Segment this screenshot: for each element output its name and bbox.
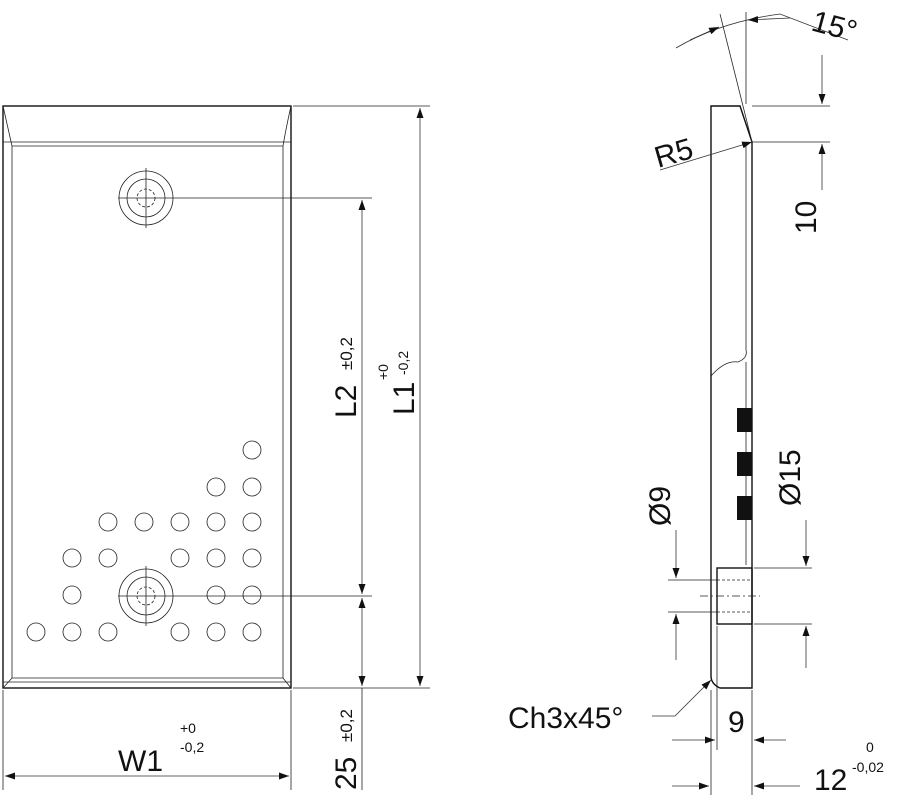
grid-hole [98,548,118,568]
grid-hole [242,440,262,460]
grid-hole [26,622,46,642]
label-diameter-large: Ø15 [774,449,807,506]
section-marker [737,408,752,432]
dim-angle-arrow-a [689,26,720,41]
label-angle: 15° [808,5,860,49]
label-l2-tol: ±0,2 [337,337,356,370]
label-diameter-small: Ø9 [644,486,677,526]
label-thickness-tol-upper: 0 [866,739,874,755]
label-chamfer: Ch3x45° [508,702,623,735]
grid-hole [98,622,118,642]
front-view: L2 ±0,2 L1 +0 -0,2 25 ±0,2 W1 +0 -0,2 [2,105,430,790]
grid-hole [242,512,262,532]
grid-hole [206,477,226,497]
label-thickness-tol-lower: -0,02 [852,759,884,775]
grid-hole [62,622,82,642]
grid-hole [62,585,82,605]
section-marker [737,452,752,476]
grid-hole [62,548,82,568]
grid-hole [98,512,118,532]
angle-slant-line [719,13,753,143]
label-l1: L1 [388,382,421,415]
hole-grid [26,440,262,642]
label-bottom-offset: 25 [330,757,363,790]
bevel-corner-br [282,677,292,689]
label-l2: L2 [330,385,363,418]
grid-hole [134,512,154,532]
grid-hole [242,622,262,642]
dim-angle-arc [675,13,849,49]
label-boss-width: 9 [728,706,745,739]
plate-outline [2,105,292,689]
grid-hole [170,548,190,568]
grid-hole [170,512,190,532]
bottom-mounting-hole [118,566,372,626]
bevel-corner-bl [2,677,13,689]
label-top-offset: 10 [790,201,823,234]
bevel-corner-tr [282,105,292,147]
bevel-corner-tl [2,105,13,147]
grid-hole [170,622,190,642]
label-bottom-offset-tol: ±0,2 [337,709,356,742]
grid-hole [206,548,226,568]
dim-angle-arrow-b [747,16,791,24]
side-profile-break [710,349,747,377]
grid-hole [206,585,226,605]
label-w1-tol-lower: -0,2 [180,739,204,755]
top-mounting-hole [118,168,372,228]
grid-hole [242,585,262,605]
label-l1-tol-lower: -0,2 [395,351,411,375]
label-w1-tol-upper: +0 [180,720,196,736]
side-view: 15° R5 10 Ø9 Ø15 Ch3x45° 9 12 0 -0,02 [508,5,884,797]
label-thickness: 12 [814,764,847,797]
grid-hole [242,477,262,497]
leader-radius [659,141,753,171]
leader-chamfer [652,679,712,717]
label-l1-tol-upper: +0 [375,364,391,380]
section-marker [737,496,752,520]
grid-hole [206,622,226,642]
grid-hole [206,512,226,532]
label-radius: R5 [651,132,697,174]
label-w1: W1 [118,745,163,778]
grid-hole [242,548,262,568]
